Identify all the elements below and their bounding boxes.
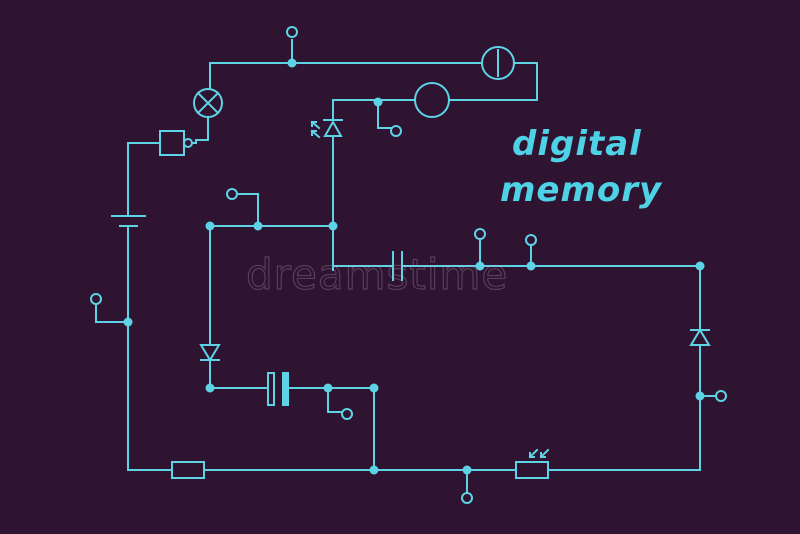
second-row-wire: [332, 97, 416, 137]
battery-symbol: [111, 215, 146, 471]
voltage-source-symbol: [414, 82, 450, 118]
terminals-mid-right: [474, 228, 705, 271]
capacitor-lower-symbol: [209, 372, 379, 420]
terminal-top-1: [286, 26, 298, 68]
watermark: dreamstime: [245, 249, 509, 299]
current-source-symbol: [481, 46, 515, 80]
lamp-symbol: [193, 88, 223, 141]
middle-wire: [205, 188, 338, 231]
not-gate-symbol: [127, 130, 197, 217]
capacitor-middle-symbol: [332, 251, 701, 281]
diagram-title-line-1: digital: [512, 124, 642, 164]
diode-right-symbol: [689, 265, 727, 471]
photoresistor-symbol: [515, 448, 701, 479]
photodiode-symbol: [310, 119, 343, 271]
terminal-left: [90, 293, 133, 327]
bottom-wire: [127, 387, 517, 504]
diode-left-symbol: [199, 225, 221, 393]
top-wire: [209, 62, 538, 101]
diagram-title-line-2: memory: [500, 170, 663, 210]
